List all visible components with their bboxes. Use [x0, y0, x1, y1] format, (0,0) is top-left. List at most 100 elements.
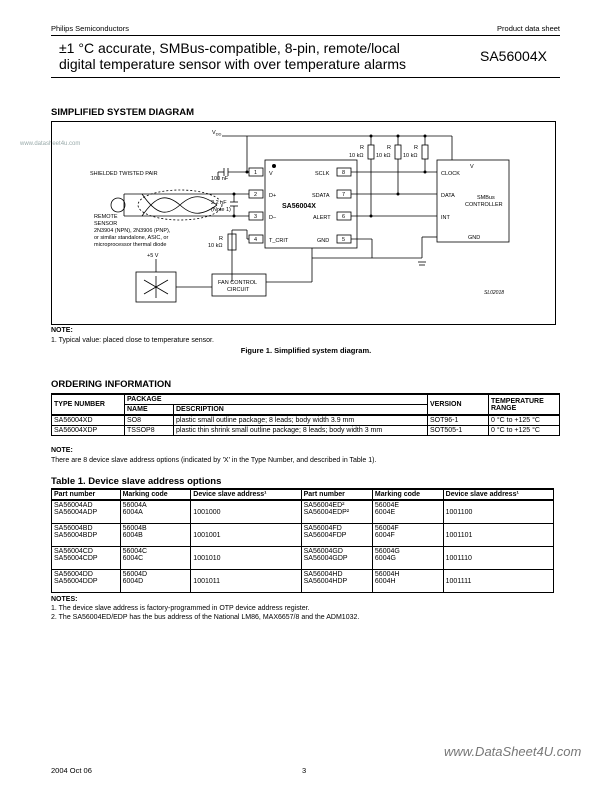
r3-label: R: [414, 145, 418, 151]
version-cell: SOT96-1: [427, 414, 489, 426]
figure-code: SL02018: [484, 290, 504, 296]
addr-cell: 1001000: [190, 499, 302, 524]
pin4-num: 4: [254, 237, 257, 243]
address-table: Part number Marking code Device slave ad…: [51, 488, 555, 593]
r2-val: 10 kΩ: [376, 153, 391, 159]
watermark-top: www.datasheet4u.com: [20, 141, 81, 147]
ctrl-vdd: V: [470, 164, 474, 170]
col-address-1: Device slave address¹: [190, 488, 302, 501]
r1-label: R: [360, 145, 364, 151]
r2-label: R: [387, 145, 391, 151]
plus5v-label: +5 V: [147, 253, 159, 259]
name-cell: TSSOP8: [124, 425, 174, 436]
addr-cell: 1001100: [442, 499, 555, 524]
desc-cell: plastic small outline package; 8 leads; …: [173, 414, 428, 426]
fan-label-2: CIRCUIT: [227, 287, 250, 293]
ctrl-int: INT: [441, 215, 451, 221]
r3-val: 10 kΩ: [403, 153, 418, 159]
pin6-num: 6: [342, 214, 345, 220]
pin5-num: 5: [342, 237, 345, 243]
version-cell: SOT505-1: [427, 425, 489, 436]
desc-cell: plastic thin shrink small outline packag…: [173, 425, 428, 436]
table1-notes-heading: NOTES:: [51, 596, 78, 603]
addr-cell: 1001101: [442, 523, 555, 547]
system-diagram: VDD SHIELDED TWISTED PAIR 100 nF 2.2 nF …: [90, 130, 510, 303]
ordering-note-text: There are 8 device slave address options…: [51, 457, 377, 464]
col-marking-2: Marking code: [371, 488, 444, 501]
page-number: 3: [302, 766, 307, 775]
pin3-name: D–: [269, 215, 277, 221]
shielded-label: SHIELDED TWISTED PAIR: [90, 171, 158, 177]
pin6-name: ALERT: [313, 215, 331, 221]
col-package: PACKAGE: [124, 393, 428, 405]
page-title-line2: digital temperature sensor with over tem…: [59, 56, 407, 72]
pin8-name: SCLK: [315, 171, 330, 177]
col-part-number-2: Part number: [300, 488, 373, 501]
ordering-section-title: ORDERING INFORMATION: [51, 379, 172, 390]
figure-caption: Figure 1. Simplified system diagram.: [240, 346, 372, 355]
type-cell: SA56004XDP: [51, 425, 125, 436]
name-cell: SO8: [124, 414, 174, 426]
col-name: NAME: [124, 404, 174, 416]
cap2-label-2: (Note 1): [211, 207, 231, 213]
col-description: DESCRIPTION: [173, 404, 428, 416]
header-rule: [51, 35, 560, 36]
addr-cell: 1001110: [442, 546, 555, 570]
pin7-name: SDATA: [312, 193, 330, 199]
page-title-line1: ±1 °C accurate, SMBus-compatible, 8-pin,…: [59, 40, 400, 56]
remote-label-3: 2N3904 (NPN), 2N3906 (PNP),: [94, 228, 171, 234]
r1-val: 10 kΩ: [349, 153, 364, 159]
col-address-2: Device slave address¹: [442, 488, 555, 501]
cap1-label: 100 nF: [211, 176, 229, 182]
col-part-number-1: Part number: [51, 488, 121, 501]
table-row: SA56004XDP TSSOP8 plastic thin shrink sm…: [51, 425, 560, 436]
remote-label-4: or similar standalone, ASIC, or: [94, 235, 168, 241]
ctrl-name-1: SMBus: [477, 195, 495, 201]
doc-type: Product data sheet: [497, 24, 560, 33]
fan-label-1: FAN CONTROL: [218, 280, 257, 286]
pin8-num: 8: [342, 170, 345, 176]
diagram-frame: VDD SHIELDED TWISTED PAIR 100 nF 2.2 nF …: [51, 121, 556, 325]
chip-label: SA56004X: [282, 203, 316, 210]
pin2-name: D+: [269, 193, 276, 199]
col-version: VERSION: [427, 393, 489, 416]
temp-cell: 0 °C to +125 °C: [488, 425, 560, 436]
remote-label-1: REMOTE: [94, 214, 118, 220]
cap2-label-1: 2.2 nF: [211, 200, 227, 206]
r4-label: R: [219, 236, 223, 242]
note1-heading: NOTE:: [51, 327, 73, 334]
pin1-num: 1: [254, 170, 257, 176]
ctrl-clock: CLOCK: [441, 171, 460, 177]
type-cell: SA56004XD: [51, 414, 125, 426]
col-type-number: TYPE NUMBER: [51, 393, 125, 416]
table-row: SA56004XD SO8 plastic small outline pack…: [51, 414, 560, 426]
r4-val: 10 kΩ: [208, 243, 223, 249]
ctrl-data: DATA: [441, 193, 455, 199]
vdd-label: VDD: [212, 130, 222, 137]
col-marking-1: Marking code: [119, 488, 192, 501]
ctrl-gnd: GND: [468, 235, 480, 241]
table1-caption: Table 1. Device slave address options: [51, 476, 222, 487]
part-number: SA56004X: [480, 48, 547, 64]
ordering-note-heading: NOTE:: [51, 447, 73, 454]
company-name: Philips Semiconductors: [51, 24, 129, 33]
watermark-bottom: www.DataSheet4U.com: [444, 744, 582, 759]
temp-cell: 0 °C to +125 °C: [488, 414, 560, 426]
